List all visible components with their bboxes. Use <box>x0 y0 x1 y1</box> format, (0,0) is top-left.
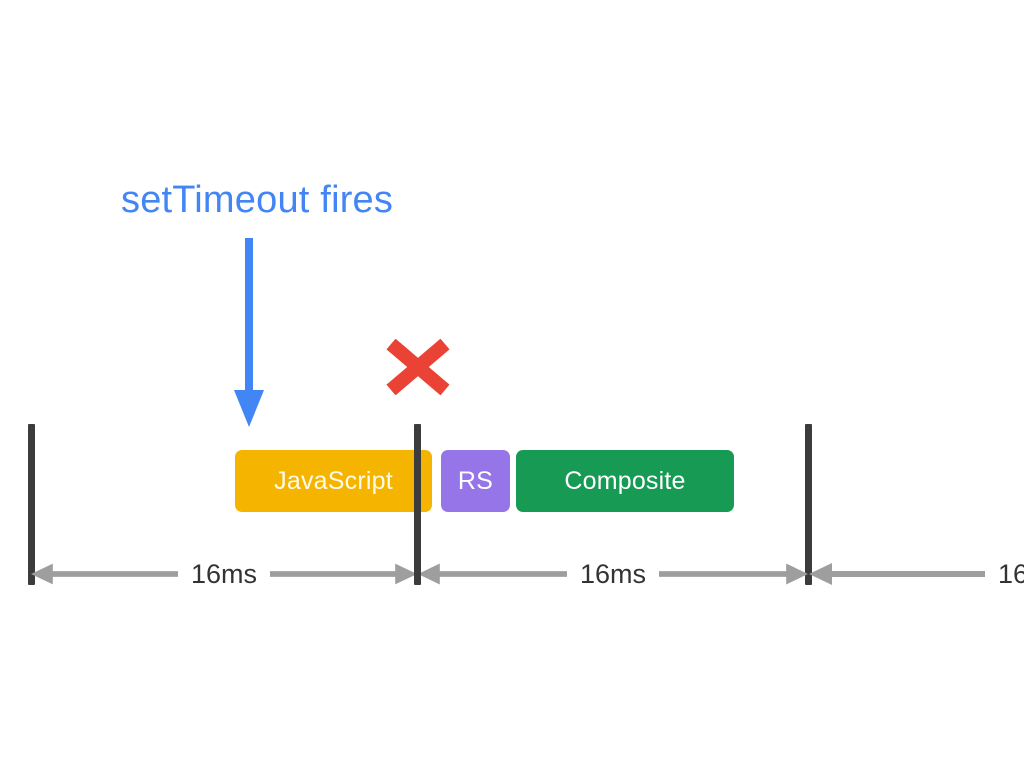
settimeout-annotation-label: setTimeout fires <box>121 179 394 221</box>
red-x-icon <box>385 338 451 396</box>
down-arrow-icon <box>232 238 266 428</box>
interval-label: 16 <box>998 559 1024 589</box>
interval-measure-2: 16ms <box>418 552 808 596</box>
interval-label: 16ms <box>579 559 647 589</box>
interval-measure-1: 16ms <box>31 552 417 596</box>
task-bar-javascript[interactable]: JavaScript <box>235 450 432 512</box>
task-bar-composite[interactable]: Composite <box>516 450 734 512</box>
task-bar-label: RS <box>457 467 494 495</box>
interval-measure-3: 16 <box>809 552 1024 596</box>
right-arrow-icon <box>659 563 808 585</box>
frame-boundary-tick <box>414 424 421 585</box>
frame-boundary-tick <box>805 424 812 585</box>
left-arrow-icon <box>31 563 178 585</box>
task-bar-label: Composite <box>564 467 686 495</box>
task-bar-label: JavaScript <box>274 467 393 495</box>
frame-boundary-tick <box>28 424 35 585</box>
right-arrow-icon <box>270 563 417 585</box>
interval-label: 16ms <box>190 559 258 589</box>
left-arrow-icon <box>418 563 567 585</box>
task-bar-rs[interactable]: RS <box>441 450 510 512</box>
left-arrow-icon <box>809 563 985 585</box>
